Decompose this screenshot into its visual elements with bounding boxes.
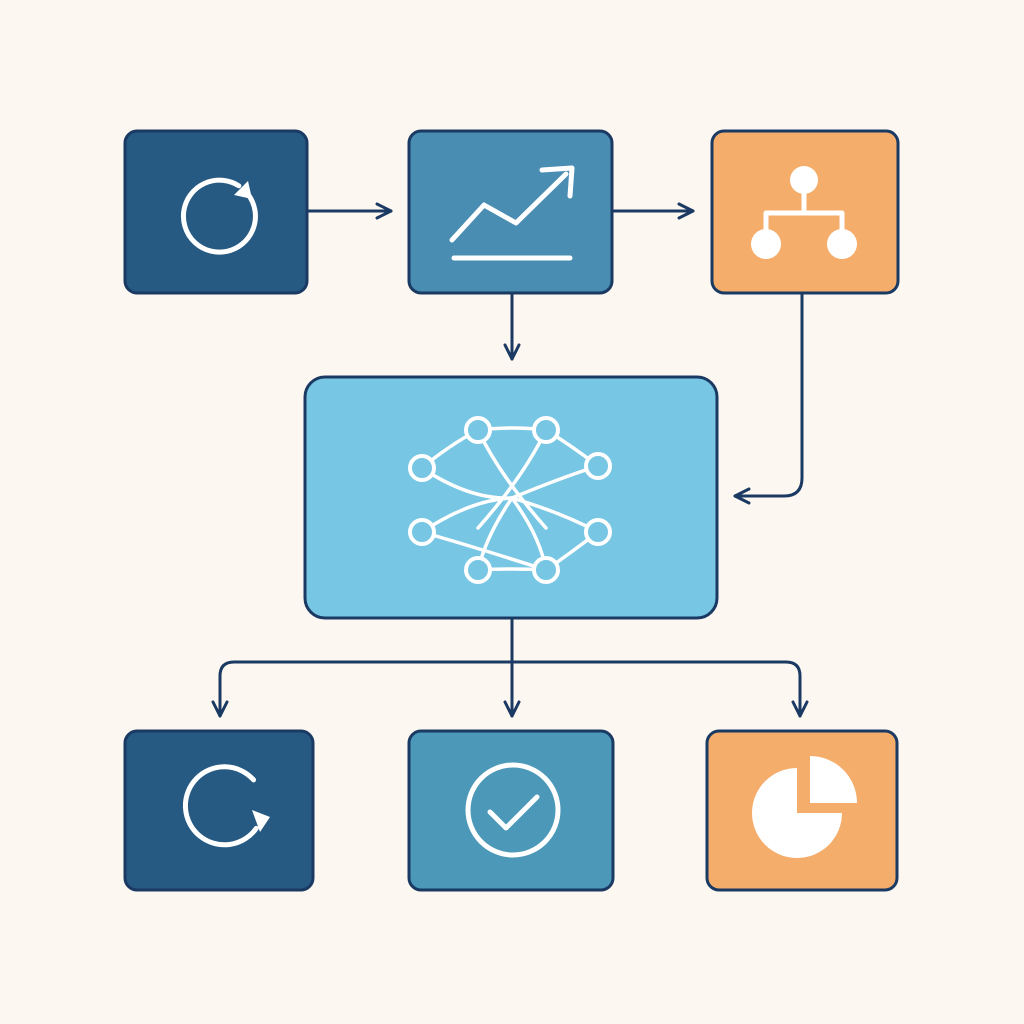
node-pie-box [705, 729, 899, 892]
node-network[interactable] [303, 375, 719, 620]
node-pie[interactable] [705, 729, 899, 892]
node-hierarchy[interactable] [710, 129, 900, 295]
pie-chart-icon [752, 756, 857, 858]
node-refresh-top-box [123, 129, 309, 295]
node-refresh-top[interactable] [123, 129, 309, 295]
refresh-icon [182, 764, 270, 848]
node-refresh-bottom[interactable] [123, 729, 315, 892]
node-check[interactable] [407, 729, 615, 892]
edge-network-to-refresh-bottom [211, 660, 514, 718]
trend-up-icon [449, 165, 575, 261]
edge-network-to-pie [510, 660, 809, 718]
edge-hierarchy-to-network [733, 293, 804, 505]
hierarchy-icon [751, 166, 857, 259]
edges-layer [211, 202, 809, 718]
check-circle-icon [465, 762, 561, 858]
refresh-icon [181, 177, 258, 255]
node-growth[interactable] [407, 129, 614, 295]
node-refresh-bottom-box [123, 729, 315, 892]
node-growth-box [407, 129, 614, 295]
network-icon [408, 416, 612, 584]
node-check-box [407, 729, 615, 892]
